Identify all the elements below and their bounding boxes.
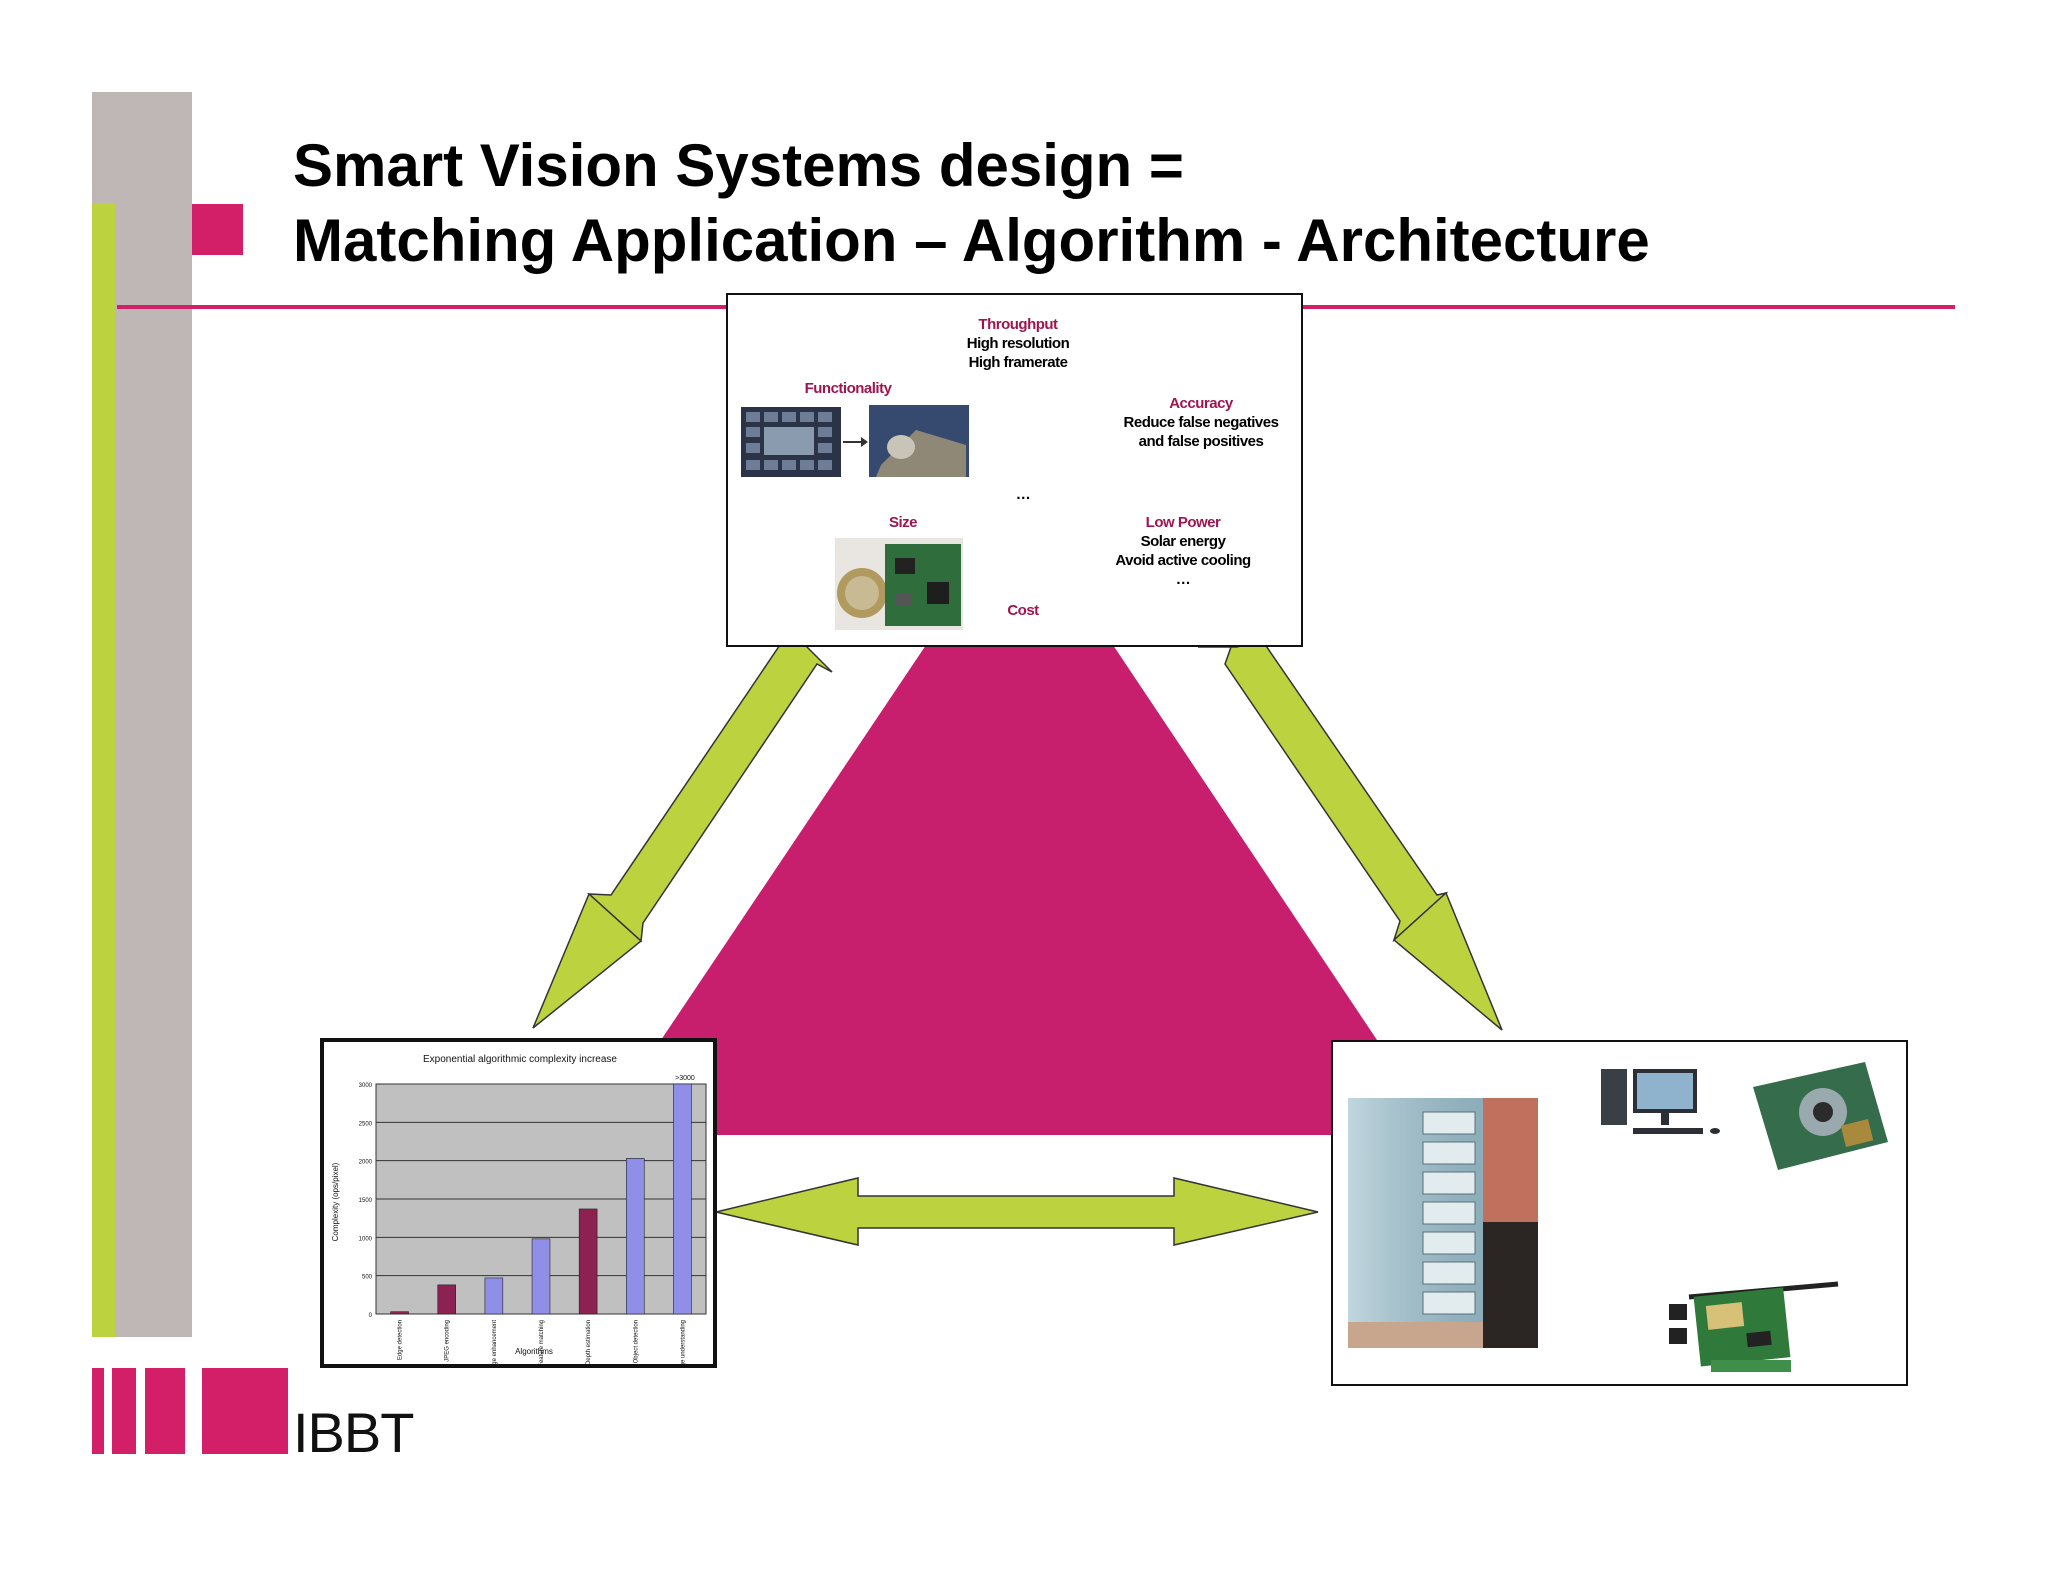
chart-xtick-label: Image understanding [680, 1320, 686, 1364]
chart-xtick-label: Image enhancement [492, 1320, 498, 1364]
chart-ytick-label: 3000 [359, 1083, 373, 1089]
server-rack-image [1348, 1098, 1538, 1348]
chart-ylabel: Complexity (ops/pixel) [331, 1162, 340, 1241]
app-architecture-arrowhead [1392, 891, 1503, 1031]
complexity-chart: Exponential algorithmic complexity incre… [331, 1054, 707, 1376]
functionality-heading: Functionality [804, 380, 892, 397]
low-power-line-2: Avoid active cooling [1115, 552, 1251, 569]
low-power-line-3: … [1175, 571, 1191, 588]
throughput-line-2: High framerate [968, 354, 1068, 371]
embedded-board-image [1669, 1281, 1839, 1372]
chart-bar [578, 1208, 598, 1315]
low-power-heading: Low Power [1145, 514, 1221, 531]
application-box: Throughput High resolution High framerat… [726, 293, 1303, 647]
chart-ytick-label: 500 [362, 1275, 373, 1281]
accuracy-heading: Accuracy [1169, 395, 1233, 412]
chart-top-label: >3000 [675, 1075, 695, 1082]
title-line-2: Matching Application – Algorithm - Archi… [293, 207, 1650, 274]
chart-xtick-label: JPEG encoding [445, 1320, 451, 1362]
ibbt-logo-text: IBBT [293, 1401, 414, 1464]
title-line-1: Smart Vision Systems design = [293, 132, 1184, 199]
throughput-heading: Throughput [978, 316, 1058, 333]
algorithm-architecture-arrow [715, 1177, 1319, 1246]
functionality-images [741, 405, 969, 477]
graphics-card-image [1753, 1062, 1888, 1170]
architecture-images [1348, 1062, 1888, 1372]
chart-xtick-label: Depth estimation [586, 1320, 592, 1364]
low-power-block: Low Power Solar energy Avoid active cool… [1108, 513, 1258, 589]
low-power-line-1: Solar energy [1140, 533, 1226, 550]
accuracy-block: Accuracy Reduce false negatives and fals… [1101, 394, 1301, 451]
algorithm-box: Exponential algorithmic complexity incre… [320, 1038, 717, 1376]
cost-block: Cost [998, 601, 1048, 620]
sidebar-green-bar [92, 203, 115, 1337]
chart-bar [484, 1277, 504, 1315]
app-algorithm-arrowhead [532, 892, 643, 1029]
application-ellipsis: … [1015, 486, 1031, 503]
chart-bar [390, 1311, 409, 1315]
chart-xtick-label: Edge detection [398, 1320, 404, 1360]
architecture-box [1331, 1040, 1908, 1386]
cost-heading: Cost [1007, 602, 1039, 619]
chart-bar [531, 1238, 551, 1315]
chart-xtick-label: Object detection [633, 1320, 639, 1363]
functionality-block: Functionality [788, 379, 908, 398]
size-heading: Size [888, 514, 918, 531]
chart-xlabel: Algorithms [515, 1347, 553, 1356]
ibbt-logo-mark [92, 1368, 288, 1454]
chart-xtick-label: Feature matching [539, 1320, 545, 1364]
chart-bar [437, 1284, 456, 1315]
desktop-pc-image [1601, 1069, 1720, 1134]
center-triangle [661, 645, 1377, 1135]
title-marker-square [192, 204, 243, 255]
chart-ytick-label: 0 [369, 1313, 373, 1319]
accuracy-line-2: and false positives [1138, 433, 1264, 450]
slide-title: Smart Vision Systems design = Matching A… [293, 128, 1650, 278]
throughput-block: Throughput High resolution High framerat… [948, 315, 1088, 372]
chart-ytick-label: 1000 [359, 1236, 373, 1242]
size-image [835, 538, 963, 630]
chart-title: Exponential algorithmic complexity incre… [423, 1054, 617, 1065]
throughput-line-1: High resolution [966, 335, 1070, 352]
chart-ytick-label: 1500 [359, 1198, 373, 1204]
chart-bar [626, 1158, 645, 1315]
chart-ytick-label: 2000 [359, 1160, 373, 1166]
chart-ytick-label: 2500 [359, 1121, 373, 1127]
chart-bar [673, 1083, 692, 1315]
accuracy-line-1: Reduce false negatives [1123, 414, 1279, 431]
size-block: Size [863, 513, 943, 532]
